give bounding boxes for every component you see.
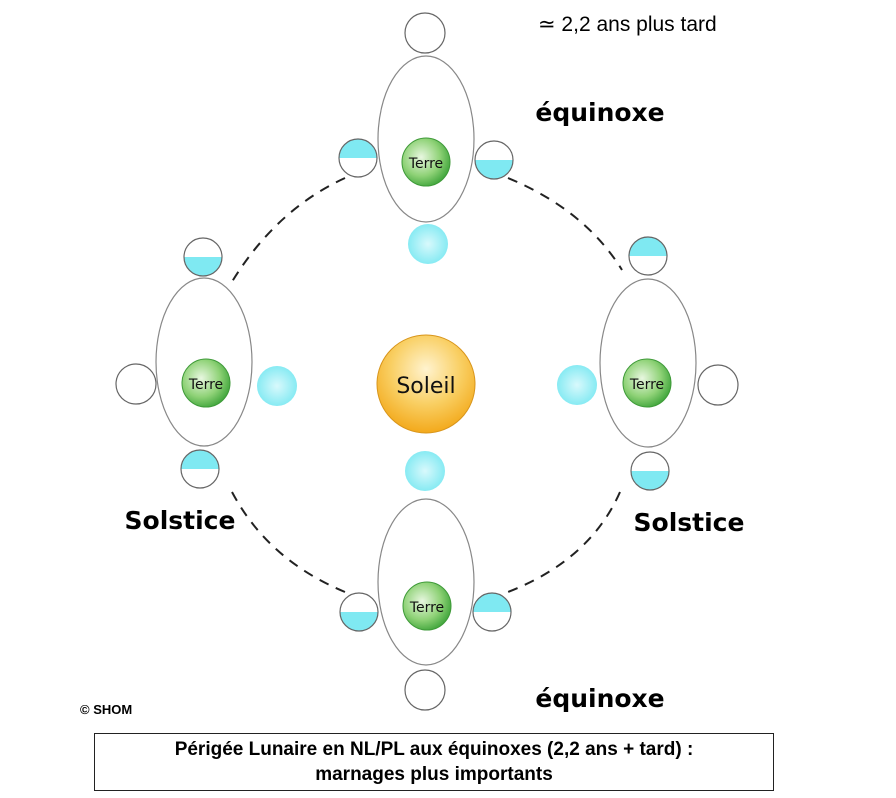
time-offset-note: ≃ 2,2 ans plus tard: [538, 13, 717, 36]
caption-line-2: marnages plus importants: [315, 764, 553, 785]
solstice-label-right: Solstice: [634, 508, 745, 537]
quarter-moon: [472, 592, 512, 632]
moon-orbit-ellipse: [377, 55, 475, 223]
equinox-label-bottom: équinoxe: [535, 684, 664, 713]
quarter-moon: [183, 237, 223, 277]
quarter-moon: [180, 449, 220, 489]
earth: [401, 137, 451, 187]
new-moon: [257, 366, 297, 406]
earth-position-right: Terre: [557, 236, 739, 491]
moon-orbit-ellipse: [599, 278, 697, 448]
new-moon: [405, 451, 445, 491]
moon-orbit-ellipse: [377, 498, 475, 666]
earth-label: Terre: [629, 377, 664, 393]
full-moon: [697, 364, 739, 406]
earth: [181, 358, 231, 408]
earth: [622, 358, 672, 408]
full-moon: [115, 363, 157, 405]
sun: Soleil: [376, 334, 476, 434]
caption-line-1: Périgée Lunaire en NL/PL aux équinoxes (…: [174, 739, 694, 760]
earth-position-left: Terre: [115, 237, 297, 489]
quarter-moon: [628, 236, 668, 276]
full-moon: [404, 12, 446, 54]
earth-position-top: Terre: [338, 12, 514, 264]
earth-orbit: [229, 177, 623, 593]
moon-orbit-ellipse: [155, 277, 253, 447]
quarter-moon: [630, 451, 670, 491]
earth-position-bottom: Terre: [339, 451, 512, 711]
equinox-label-top: équinoxe: [535, 98, 664, 127]
quarter-moon: [474, 140, 514, 180]
earth: [402, 581, 452, 631]
solstice-label-left: Solstice: [125, 506, 236, 535]
earth-label: Terre: [408, 156, 443, 172]
new-moon: [408, 224, 448, 264]
quarter-moon: [338, 138, 378, 178]
earth-label: Terre: [409, 600, 444, 616]
caption-box: Périgée Lunaire en NL/PL aux équinoxes (…: [94, 733, 774, 791]
copyright: © SHOM: [80, 702, 133, 717]
earth-label: Terre: [188, 377, 223, 393]
sun-label: Soleil: [396, 374, 455, 399]
quarter-moon: [339, 592, 379, 632]
new-moon: [557, 365, 597, 405]
full-moon: [404, 669, 446, 711]
